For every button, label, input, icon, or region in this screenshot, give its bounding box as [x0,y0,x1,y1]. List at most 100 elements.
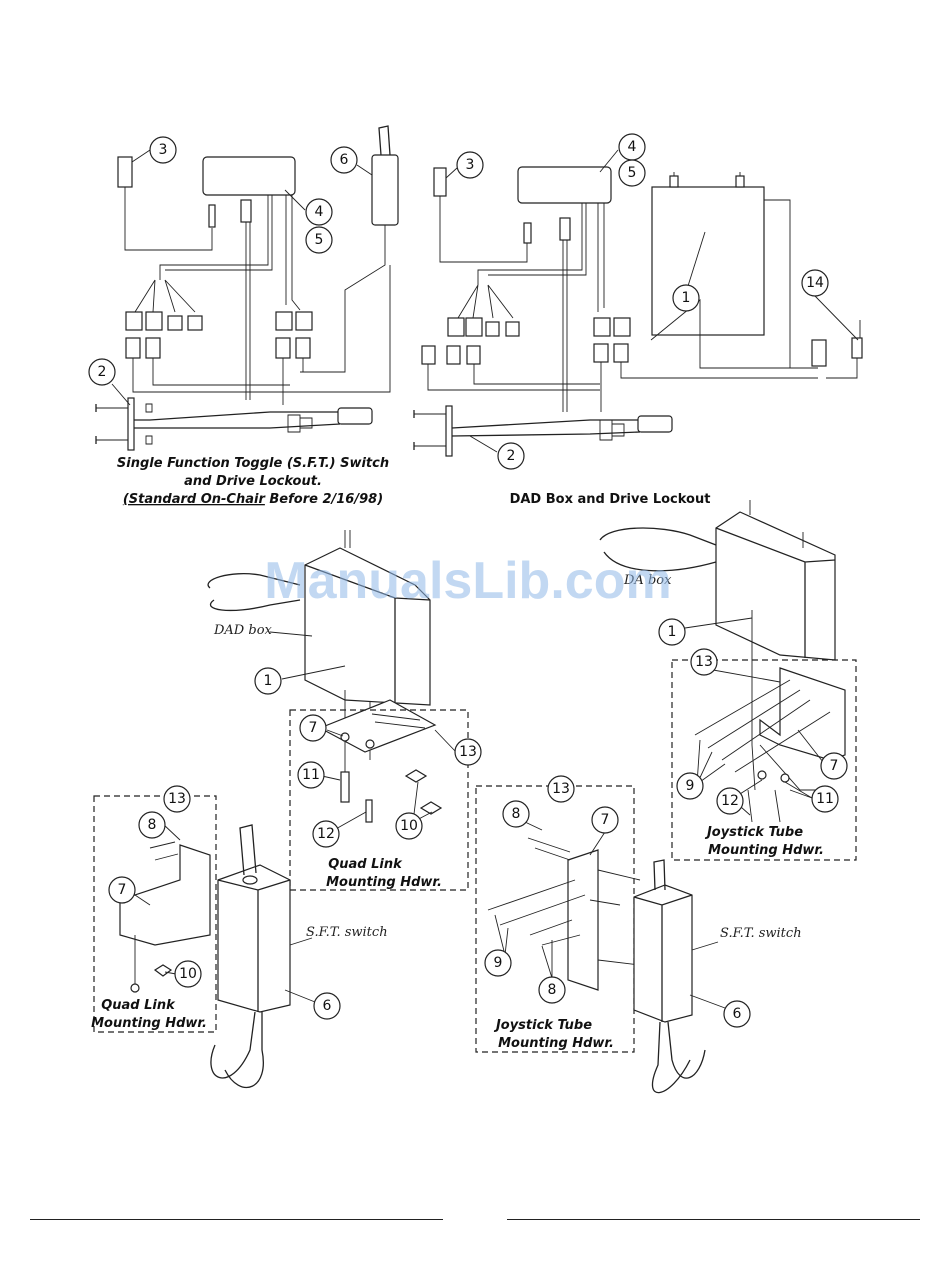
plug [613,343,629,363]
svg-text:7: 7 [830,758,839,774]
plug [505,321,520,337]
joystick-tube-hardware-kit-outline [671,659,857,861]
callout-12: 12 [716,787,744,815]
svg-text:13: 13 [168,791,186,807]
dad-box-label: DAD box [213,623,273,638]
part-6-toggle-switch [371,154,399,226]
callout-7: 7 [108,876,136,904]
part-2-bulkhead-plate [445,405,453,457]
svg-text:13: 13 [695,654,713,670]
part-7-bracket [119,844,211,946]
connector-pin [208,204,216,228]
mounting-hdwr-caption: Mounting Hdwr. [326,875,442,890]
svg-text:9: 9 [494,955,503,971]
callout-13: 13 [690,648,718,676]
svg-text:13: 13 [552,781,570,797]
svg-text:12: 12 [721,793,739,809]
callout-3: 3 [149,136,177,164]
toggle-lever [239,824,257,876]
svg-text:3: 3 [466,157,475,173]
svg-text:6: 6 [323,998,332,1014]
plug [593,343,609,363]
callout-1: 1 [658,618,686,646]
dad-caption: DAD Box and Drive Lockout [510,492,711,507]
callout-8: 8 [502,800,530,828]
callout-13: 13 [547,775,575,803]
svg-text:2: 2 [98,364,107,380]
plug [275,311,293,331]
footer-rule-right [507,1219,920,1220]
plug [421,345,436,365]
svg-text:11: 11 [816,791,834,807]
callout-7: 7 [820,752,848,780]
plug-connector [337,407,373,425]
svg-text:3: 3 [159,142,168,158]
plug [593,317,611,337]
sft-switch-quad-link-assembly: S.F.T. switch Quad Link Mounting Hdwr. [91,795,388,1088]
callout-3: 3 [456,151,484,179]
quad-link-caption: Quad Link [101,998,176,1013]
joystick-tube-caption: Joystick Tube [493,1018,592,1033]
plug [275,337,291,359]
bolt [365,799,373,823]
sft-caption-line3: (Standard On-Chair Before 2/16/98) [123,492,383,507]
dad-box-joystick-assembly: DA box Joystick Tube Mounting Hdwr. [599,500,857,861]
callout-9: 9 [676,772,704,800]
dad-wiring-diagram [413,166,863,457]
quad-link-hardware-kit-outline [93,795,217,1033]
plug [466,345,481,365]
callout-5: 5 [305,226,333,254]
plug-connector [637,415,673,433]
callout-13: 13 [454,738,482,766]
bolt [340,771,350,803]
svg-text:14: 14 [806,275,824,291]
part-4-controller-box [517,166,612,204]
callout-2: 2 [88,358,116,386]
mounting-hdwr-caption: Mounting Hdwr. [498,1036,614,1051]
dad-box-partial-label: DA box [623,573,672,588]
callout-4: 4 [305,198,333,226]
part-3-module [117,156,133,188]
callout-6: 6 [723,1000,751,1028]
callout-7: 7 [591,806,619,834]
svg-text:6: 6 [733,1006,742,1022]
connector-pin [559,217,571,241]
plug [295,337,311,359]
part-6-sft-switch [633,884,693,1023]
captions: Single Function Toggle (S.F.T.) Switch a… [117,456,711,507]
toggle [669,175,679,188]
svg-text:2: 2 [507,448,516,464]
svg-text:13: 13 [459,744,477,760]
svg-text:1: 1 [682,290,691,306]
plug [447,317,465,337]
callout-4: 4 [618,133,646,161]
part-7-bracket [318,699,437,753]
part-7-bracket [759,667,846,761]
sft-switch-joystick-assembly: S.F.T. switch Joystick Tube Mounting Hdw… [475,785,802,1094]
svg-text:11: 11 [302,767,320,783]
callout-11: 11 [297,761,325,789]
callout-6: 6 [313,992,341,1020]
callout-13: 13 [163,785,191,813]
svg-text:1: 1 [668,624,677,640]
plug [613,317,631,337]
footer-rule-left [30,1219,443,1220]
plug [167,315,183,331]
plug [187,315,203,331]
connector-pin [240,199,252,223]
svg-text:10: 10 [179,966,197,982]
svg-text:4: 4 [315,204,324,220]
svg-text:7: 7 [309,720,318,736]
callout-9: 9 [484,949,512,977]
dad-box-quad-link-assembly: DAD box Quad Link Mounting Hdwr. [207,530,469,891]
callout-5: 5 [618,159,646,187]
callouts: 3 4 5 6 2 3 4 5 1 14 2 1 7 13 11 12 10 1… [88,133,848,1028]
svg-text:5: 5 [315,232,324,248]
sft-caption-date: Before 2/16/98) [265,492,383,507]
callout-6: 6 [330,146,358,174]
callout-10: 10 [174,960,202,988]
joystick-tube-caption: Joystick Tube [704,825,803,840]
plug [465,317,483,337]
callout-8: 8 [538,976,566,1004]
part-7-bracket [567,849,599,991]
